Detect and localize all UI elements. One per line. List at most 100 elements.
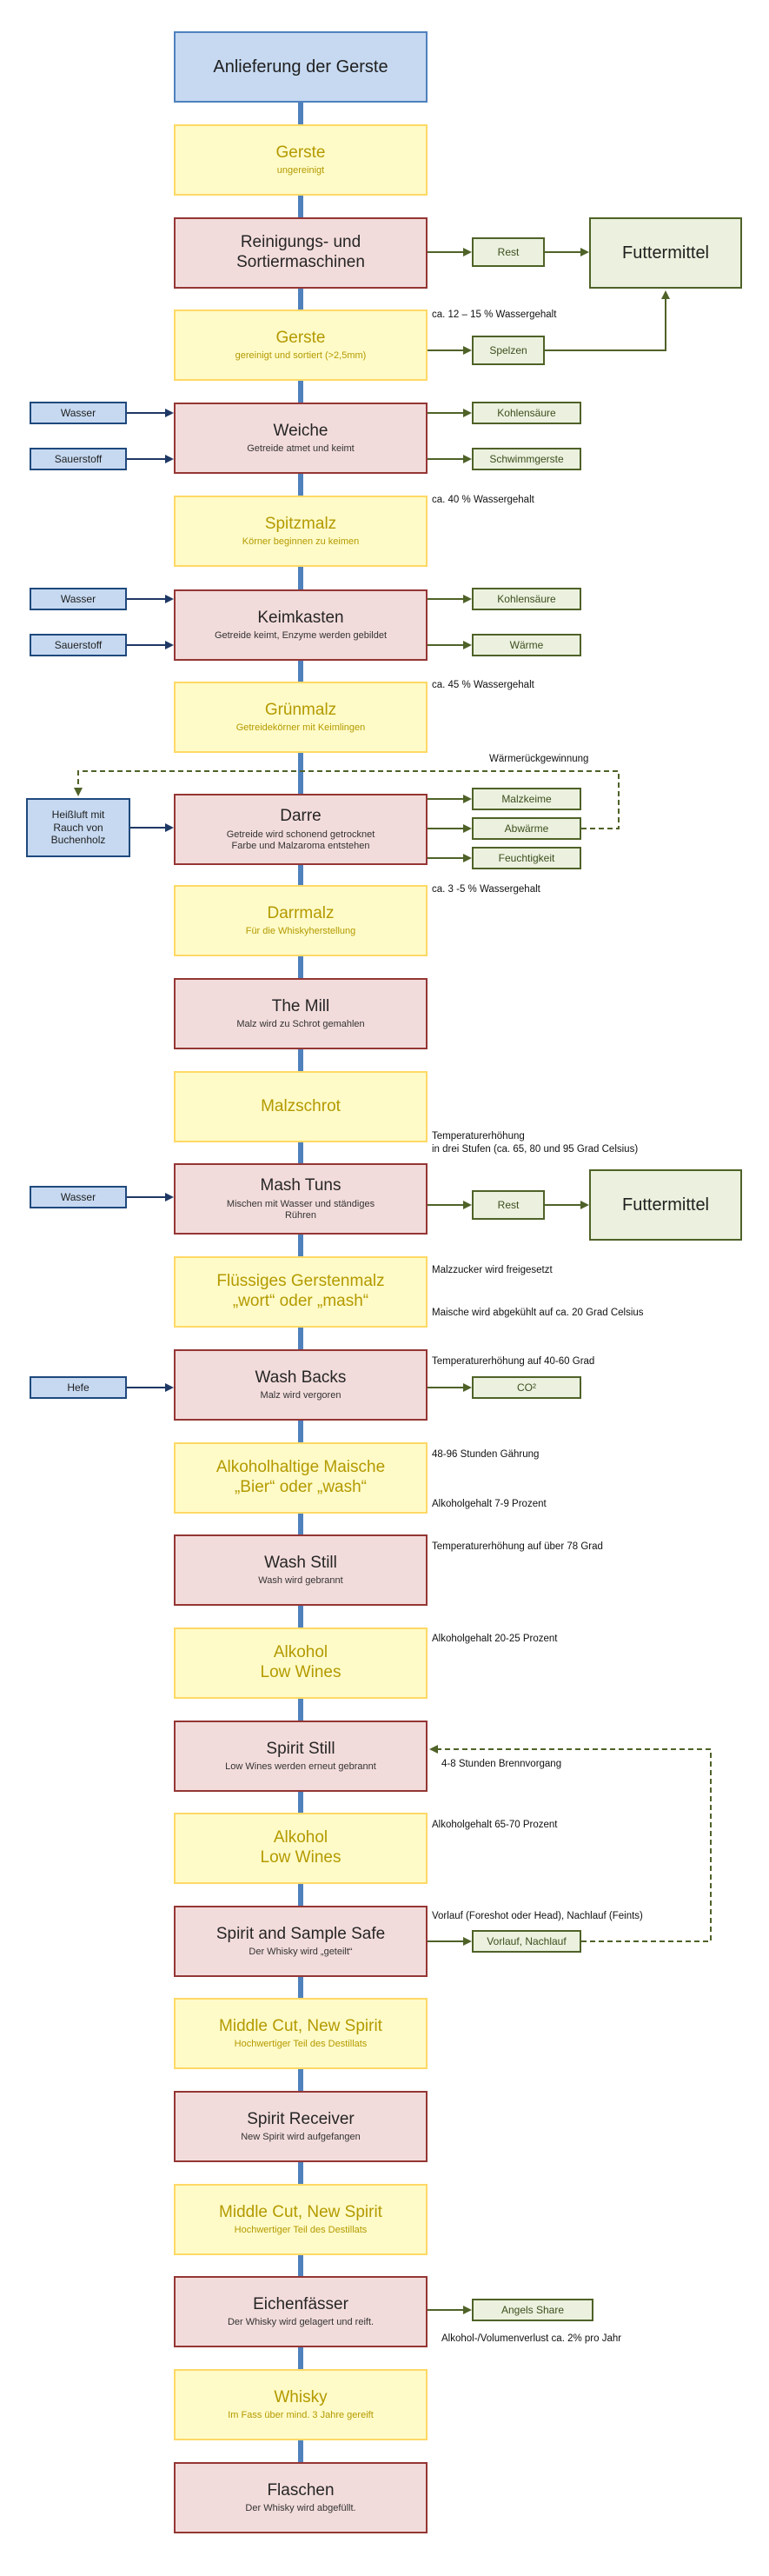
output-angels-share: Angels Share [472,2299,593,2321]
step-darre-subtitle: Getreide wird schonend getrocknet Farbe … [226,829,375,851]
futtermittel-1-title: Futtermittel [621,243,710,263]
waermerueckgewinnung-loop [74,770,620,829]
output-malzkeime-title: Malzkeime [501,792,552,805]
note-14: Alkoholgehalt 65-70 Prozent [432,1820,558,1830]
output-co2-title: CO² [517,1381,536,1394]
step-spirit-sample-safe-subtitle: Der Whisky wird „geteilt“ [249,1947,353,1958]
output-kohlensaeure-2-title: Kohlensäure [497,592,556,605]
step-malzschrot: Malzschrot [174,1071,428,1142]
step-keimkasten-subtitle: Getreide keimt, Enzyme werden gebildet [214,630,388,642]
step-the-mill-title: The Mill [271,996,330,1015]
input-sauerstoff-1-title: Sauerstoff [54,452,103,465]
input-wasser-3-title: Wasser [60,1190,96,1203]
input-hefe: Hefe [30,1376,127,1399]
step-mash-tuns-title: Mash Tuns [260,1175,341,1195]
output-feuchtigkeit-title: Feuchtigkeit [498,851,555,864]
step-spirit-receiver-subtitle: New Spirit wird aufgefangen [241,2132,361,2143]
output-kohlensaeure-1: Kohlensäure [472,402,581,424]
step-spitzmalz-subtitle: Körner beginnen zu keimen [242,536,360,548]
spelzen-to-futtermittel-arrow [545,290,670,351]
step-anlieferung-title: Anlieferung der Gerste [213,57,388,77]
step-keimkasten-title: Keimkasten [257,608,344,627]
input-heissluft: Heißluft mit Rauch von Buchenholz [26,798,130,857]
note-1: ca. 40 % Wassergehalt [432,495,534,505]
step-gruenmalz-subtitle: Getreidekörner mit Keimlingen [235,722,366,734]
output-co2: CO² [472,1376,581,1399]
output-vorlauf-nachlauf: Vorlauf, Nachlauf [472,1930,581,1953]
output-angels-share-title: Angels Share [501,2303,565,2316]
output-malzkeime: Malzkeime [472,788,581,810]
step-whisky-title: Whisky [274,2387,328,2406]
step-weiche-title: Weiche [273,421,328,440]
step-fluessiges-gerstenmalz-title: Flüssiges Gerstenmalz „wort“ oder „mash“ [216,1272,385,1310]
input-heissluft-title: Heißluft mit Rauch von Buchenholz [50,809,106,847]
note-3: Wärmerückgewinnung [489,754,589,764]
output-kohlensaeure-1-title: Kohlensäure [497,406,556,419]
step-reinigung-title: Reinigungs- und Sortiermaschinen [236,233,365,271]
output-kohlensaeure-2: Kohlensäure [472,588,581,610]
step-spirit-sample-safe-title: Spirit and Sample Safe [215,1924,386,1943]
input-sauerstoff-2-title: Sauerstoff [54,638,103,651]
output-vorlauf-nachlauf-title: Vorlauf, Nachlauf [487,1934,567,1947]
note-5: Temperaturerhöhung in drei Stufen (ca. 6… [432,1131,639,1155]
step-darre-title: Darre [280,806,322,825]
step-fluessiges-gerstenmalz: Flüssiges Gerstenmalz „wort“ oder „mash“ [174,1256,428,1328]
input-wasser-3: Wasser [30,1186,127,1208]
note-0: ca. 12 – 15 % Wassergehalt [432,310,557,320]
input-wasser-1-title: Wasser [60,406,96,419]
step-weiche-subtitle: Getreide atmet und keimt [247,443,355,455]
futtermittel-2: Futtermittel [589,1169,742,1241]
step-mash-tuns-subtitle: Mischen mit Wasser und ständiges Rühren [226,1198,375,1221]
step-middle-cut-1-subtitle: Hochwertiger Teil des Destillats [234,2039,368,2050]
step-middle-cut-2-title: Middle Cut, New Spirit [219,2202,382,2221]
step-anlieferung: Anlieferung der Gerste [174,31,428,103]
output-rest-1-title: Rest [497,245,520,258]
output-spelzen-title: Spelzen [489,343,527,356]
output-rest-2-title: Rest [497,1198,520,1211]
step-wash-backs-title: Wash Backs [255,1368,347,1387]
input-wasser-1: Wasser [30,402,127,424]
step-spirit-still-subtitle: Low Wines werden erneut gebrannt [225,1761,376,1773]
note-2: ca. 45 % Wassergehalt [432,680,534,690]
step-gruenmalz-title: Grünmalz [264,700,337,719]
note-13: 4-8 Stunden Brennvorgang [441,1759,562,1769]
step-flaschen-title: Flaschen [267,2480,335,2499]
input-hefe-title: Hefe [67,1381,89,1394]
step-gerste-ungereinigt-title: Gerste [275,143,326,162]
step-eichenfaesser-subtitle: Der Whisky wird gelagert und reift. [227,2317,375,2328]
vorlauf-nachlauf-loop [429,1745,712,1942]
note-10: Alkoholgehalt 7-9 Prozent [432,1499,547,1509]
step-the-mill-subtitle: Malz wird zu Schrot gemahlen [236,1019,365,1030]
step-gerste-gereinigt-subtitle: gereinigt und sortiert (>2,5mm) [235,350,367,362]
step-gerste-gereinigt: Gerste gereinigt und sortiert (>2,5mm) [174,310,428,381]
step-alkohol-low-wines-2-title: Alkohol Low Wines [260,1828,341,1867]
step-wash-backs-subtitle: Malz wird vergoren [260,1390,341,1401]
step-darrmalz-title: Darrmalz [267,903,335,922]
note-7: Maische wird abgekühlt auf ca. 20 Grad C… [432,1308,644,1318]
step-alkoholhaltige-maische-title: Alkoholhaltige Maische „Bier“ oder „wash… [215,1458,386,1496]
step-eichenfaesser-title: Eichenfässer [253,2294,348,2313]
note-6: Malzzucker wird freigesetzt [432,1265,553,1275]
step-alkoholhaltige-maische: Alkoholhaltige Maische „Bier“ oder „wash… [174,1442,428,1514]
output-waerme-title: Wärme [509,638,544,651]
step-middle-cut-1-title: Middle Cut, New Spirit [219,2016,382,2035]
output-abwaerme-title: Abwärme [504,822,549,835]
output-rest-2: Rest [472,1190,545,1220]
step-gerste-gereinigt-title: Gerste [275,328,326,347]
output-abwaerme: Abwärme [472,817,581,840]
